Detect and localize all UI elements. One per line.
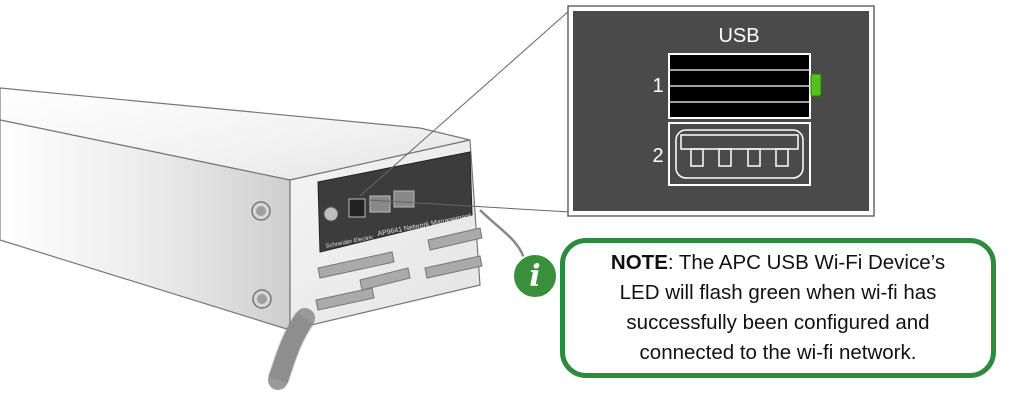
chassis: AP9641 Network Management Schneider Elec…: [0, 87, 527, 390]
zoom-callout-lines: [359, 9, 571, 213]
note-line-1: NOTE: The APC USB Wi-Fi Device’s: [611, 248, 945, 278]
usb-title: USB: [718, 25, 759, 47]
note-callout: NOTE: The APC USB Wi-Fi Device’s LED wil…: [560, 238, 996, 378]
note-line-4: connected to the wi-fi network.: [639, 341, 917, 364]
note-line-3: successfully been configured and: [626, 311, 930, 334]
usb-zoom-panel: USB 1 2: [567, 5, 875, 217]
front-vents: [315, 227, 483, 311]
info-icon: i: [512, 253, 558, 299]
port-2-label: 2: [652, 145, 663, 167]
power-cable: [268, 308, 315, 390]
thin-wire: [479, 209, 527, 263]
mini-ethernet-port-2: [393, 190, 415, 208]
mini-usb-port: [348, 198, 366, 218]
usb-port-2: [668, 122, 811, 186]
note-line-1-text: : The APC USB Wi-Fi Device’s: [667, 251, 946, 274]
card-thumbscrew: [323, 206, 339, 222]
info-icon-glyph: i: [529, 258, 541, 294]
port-1-label: 1: [652, 75, 663, 97]
mini-ethernet-port-1: [369, 195, 391, 213]
wifi-device-led: [810, 73, 822, 97]
note-line-2: LED will flash green when wi-fi has: [619, 281, 937, 304]
note-lead: NOTE: [610, 251, 668, 274]
